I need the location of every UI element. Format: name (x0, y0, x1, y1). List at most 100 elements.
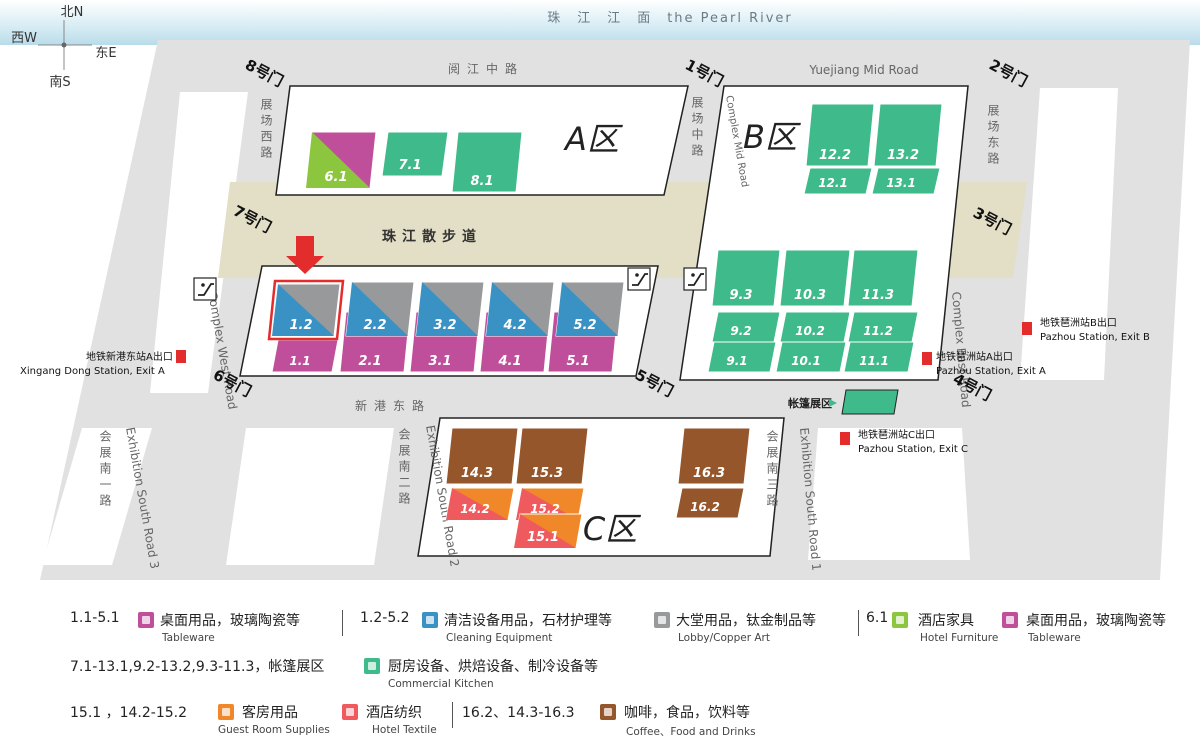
east-plot (1020, 88, 1118, 380)
legend-tableware-cn: 桌面用品，玻璃陶瓷等 (160, 613, 300, 629)
hall-label: 15.1 (527, 530, 559, 545)
hall-label: 12.2 (819, 148, 851, 163)
hall-4-2[interactable]: 4.2 (485, 281, 555, 337)
hall-11-3[interactable]: 11.3 (847, 249, 919, 307)
legend-kitchen-en: Commercial Kitchen (388, 678, 494, 690)
hall-5-2[interactable]: 5.2 (555, 281, 625, 337)
hall-11-2[interactable]: 11.2 (847, 311, 919, 343)
legend-halls-tableware: 1.1-5.1 (70, 610, 120, 626)
hall-9-3[interactable]: 9.3 (711, 249, 781, 307)
hall-16-3[interactable]: 16.3 (677, 427, 751, 485)
tent-area-label: 帐篷展区 (788, 396, 832, 410)
hall-shape (675, 487, 745, 519)
hall-14-2[interactable]: 14.2 (445, 487, 515, 521)
hall-shape (847, 249, 919, 307)
hall-2-2[interactable]: 2.2 (345, 281, 415, 337)
hall-13-1[interactable]: 13.1 (871, 167, 941, 195)
metro-icon (840, 432, 850, 445)
station-pazhou-a-en: Pazhou Station, Exit A (936, 366, 1046, 377)
hall-15-1[interactable]: 15.1 (513, 513, 583, 549)
legend-tableware2-cn: 桌面用品，玻璃陶瓷等 (1026, 613, 1166, 629)
hall-10-3[interactable]: 10.3 (779, 249, 851, 307)
metro-icon (922, 352, 932, 365)
hall-label: 14.2 (460, 502, 490, 516)
hall-shape (803, 167, 873, 195)
hall-label: 9.1 (726, 354, 747, 368)
legend-cleaning-cn: 清洁设备用品，石材护理等 (444, 613, 612, 629)
legend-halls-guest: 15.1 ，14.2-15.2 (70, 705, 188, 721)
road-west-cn: 展场西路 (259, 98, 273, 162)
legend-lobby-en: Lobby/Copper Art (678, 632, 770, 644)
hall-label: 10.2 (795, 324, 825, 338)
river-label: 珠 江 江 面 the Pearl River (547, 11, 793, 26)
zone-a-label: A区 (563, 120, 623, 158)
south-mid-left-plot (226, 428, 394, 565)
hall-9-1[interactable]: 9.1 (707, 341, 777, 373)
metro-station-pazhou-b: 地铁琶洲站B出口 Pazhou Station, Exit B (1022, 316, 1150, 343)
south-mid-right-plot (808, 428, 970, 560)
hall-shape-secondary (272, 284, 334, 336)
hall-1-1[interactable]: 1.1 (271, 339, 339, 373)
hall-label: 9.3 (729, 288, 752, 303)
hall-label: 1.2 (289, 318, 312, 333)
metro-station-pazhou-c: 地铁琶洲站C出口 Pazhou Station, Exit C (840, 428, 968, 455)
station-pazhou-b-en: Pazhou Station, Exit B (1040, 332, 1150, 343)
hall-16-2[interactable]: 16.2 (675, 487, 745, 519)
furniture-icon (892, 612, 908, 628)
hall-label: 2.1 (358, 354, 381, 369)
station-pazhou-c-cn: 地铁琶洲站C出口 (858, 428, 935, 441)
hall-13-2[interactable]: 13.2 (873, 103, 943, 167)
hall-3-2[interactable]: 3.2 (415, 281, 485, 337)
legend-tableware-en: Tableware (162, 632, 215, 644)
hall-shape-secondary (416, 282, 478, 336)
hall-14-3[interactable]: 14.3 (445, 427, 519, 485)
compass-west: 西W (11, 31, 37, 46)
hall-12-2[interactable]: 12.2 (805, 103, 875, 167)
tent-area-arrow (829, 399, 837, 407)
hall-10-1[interactable]: 10.1 (775, 341, 847, 373)
hall-shape-secondary (514, 514, 576, 548)
hall-shape (451, 131, 523, 193)
road-mid-cn: 展场中路 (690, 96, 704, 160)
hall-shape (775, 341, 847, 373)
hall-shape-secondary (346, 282, 408, 336)
road-xingang-cn: 新港东路 (355, 398, 431, 413)
hall-10-2[interactable]: 10.2 (779, 311, 851, 343)
legend-halls-coffee: 16.2、14.3-16.3 (462, 705, 575, 721)
legend: 1.1-5.1 桌面用品，玻璃陶瓷等 Tableware 1.2-5.2 清洁设… (0, 596, 1200, 741)
legend-coffee-en: Coffee、Food and Drinks (626, 726, 756, 738)
hall-shape (843, 341, 915, 373)
legend-furniture-en: Hotel Furniture (920, 632, 999, 644)
legend-separator (858, 610, 859, 636)
hall-label: 4.2 (502, 318, 526, 333)
hall-shape (805, 103, 875, 167)
hall-1-2[interactable]: 1.2 (267, 279, 345, 341)
hall-9-2[interactable]: 9.2 (711, 311, 781, 343)
metro-icon (1022, 322, 1032, 335)
zone-c-label: C区 (583, 510, 641, 548)
you-are-here-arrow (286, 236, 324, 274)
hall-7-1[interactable]: 7.1 (381, 131, 449, 177)
hall-shape-secondary (486, 282, 548, 336)
hall-15-3[interactable]: 15.3 (515, 427, 589, 485)
hall-label: 11.3 (862, 288, 894, 303)
hall-label: 4.1 (497, 354, 521, 369)
hall-6-1[interactable]: 6.1 (305, 131, 377, 189)
hall-label: 3.2 (433, 318, 456, 333)
hall-shape-secondary (556, 282, 618, 336)
legend-halls-cleaning: 1.2-5.2 (360, 610, 410, 626)
southwest-plot (42, 428, 152, 565)
tent-area (841, 389, 899, 415)
metro-station-pazhou-a: 地铁琶洲站A出口 Pazhou Station, Exit A (922, 350, 1046, 377)
hall-label: 10.1 (791, 354, 821, 368)
hall-8-1[interactable]: 8.1 (451, 131, 523, 193)
hall-11-1[interactable]: 11.1 (843, 341, 915, 373)
hall-label: 13.1 (886, 176, 916, 190)
hall-label: 15.2 (530, 502, 560, 516)
hall-label: 16.3 (693, 466, 725, 481)
hall-12-1[interactable]: 12.1 (803, 167, 873, 195)
legend-furniture-cn: 酒店家具 (918, 613, 974, 629)
tableware-icon (138, 612, 154, 628)
escalator-icon (193, 277, 217, 301)
